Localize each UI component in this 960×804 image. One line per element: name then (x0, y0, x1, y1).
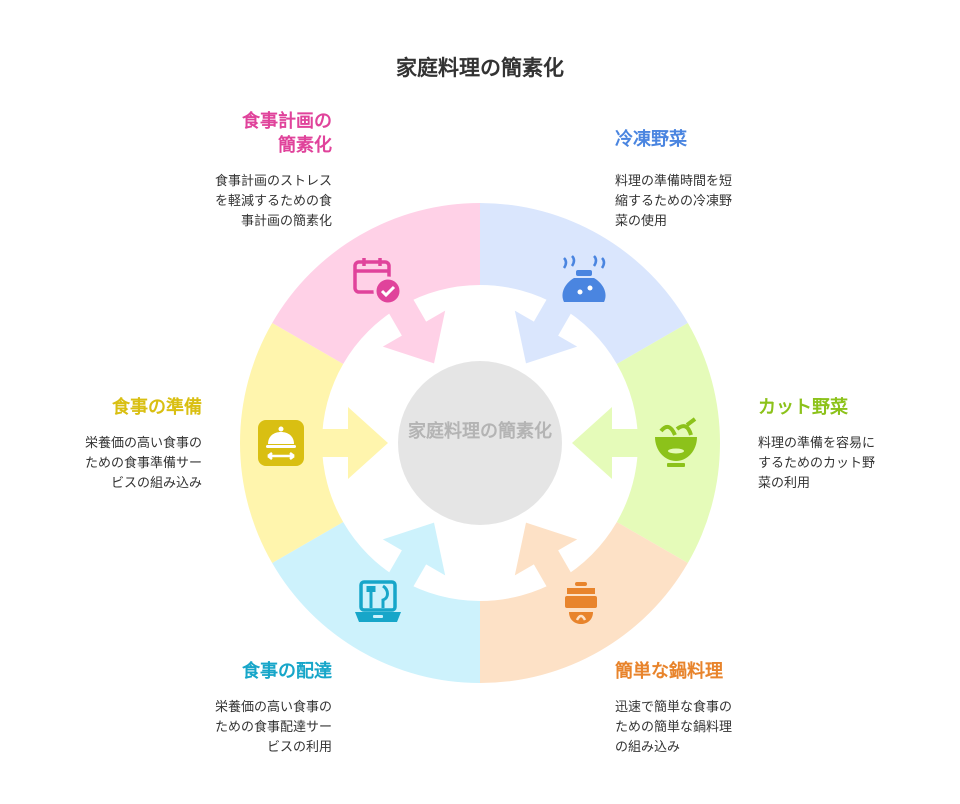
segment-delivery (272, 522, 480, 683)
desc-meal-prep: 栄養価の高い食事の ための食事準備サー ビスの組み込み (84, 436, 202, 491)
arrow-one-pot (514, 522, 578, 589)
cooking-pot-icon (565, 582, 597, 624)
label-frozen-veg: 冷凍野菜 (615, 129, 687, 150)
arrow-delivery (382, 522, 446, 589)
label-one-pot: 簡単な鍋料理 (615, 661, 723, 682)
calendar-check-icon (353, 258, 403, 306)
frozen-bag-icon (562, 255, 606, 302)
label-meal-prep: 食事の準備 (112, 397, 202, 418)
label-cut-veg: カット野菜 (758, 397, 848, 418)
center-label: 家庭料理の簡素化 (408, 421, 552, 442)
desc-one-pot: 迅速で簡単な食事の ための簡単な鍋料理 の組み込み (615, 700, 733, 755)
desc-frozen-veg: 料理の準備時間を短 縮するための冷凍野 菜の使用 (615, 174, 733, 229)
arrow-frozen-veg (514, 297, 578, 364)
label-meal-plan: 食事計画の 簡素化 (242, 111, 332, 156)
desc-cut-veg: 料理の準備を容易に するためのカット野 菜の利用 (758, 436, 876, 491)
serving-cloche-icon (258, 420, 304, 466)
arrow-meal-prep (320, 407, 388, 479)
laptop-dining-icon (355, 580, 401, 622)
desc-delivery: 栄養価の高い食事の ための食事配達サー ビスの利用 (214, 700, 332, 755)
desc-meal-plan: 食事計画のストレス を軽減するための食 事計画の簡素化 (214, 174, 332, 229)
diagram-title: 家庭料理の簡素化 (396, 56, 564, 80)
salad-bowl-icon (655, 417, 697, 467)
arrow-cut-veg (572, 407, 640, 479)
arrow-meal-plan (382, 297, 446, 364)
label-delivery: 食事の配達 (242, 661, 332, 682)
center-circle (398, 361, 562, 525)
